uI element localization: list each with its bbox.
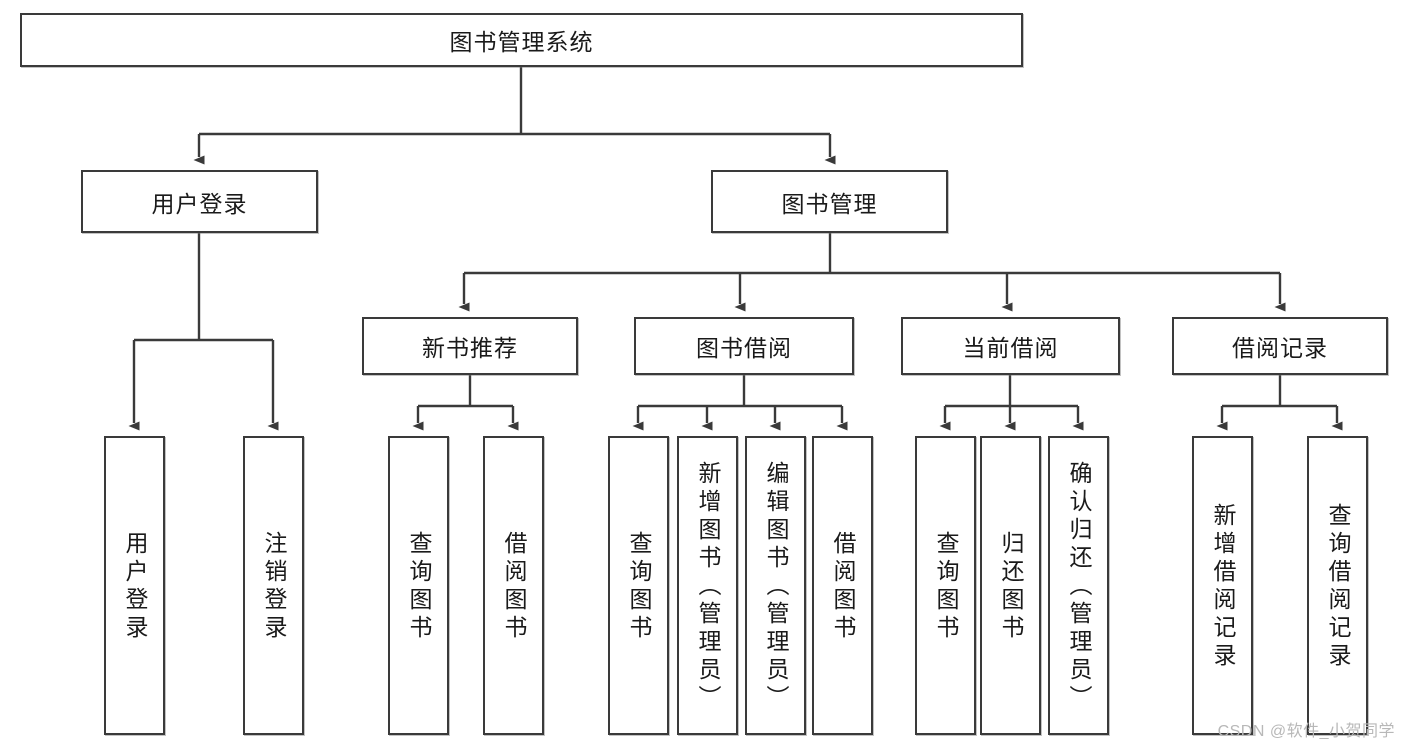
node-leaf-logout[interactable]: 注销登录 — [243, 436, 304, 735]
node-leaf-edit-book-label: 编辑图书（管理员） — [763, 460, 789, 713]
node-leaf-borrow-book-rec[interactable]: 借阅图书 — [483, 436, 544, 735]
node-root[interactable]: 图书管理系统 — [20, 13, 1023, 67]
node-user-login[interactable]: 用户登录 — [81, 170, 318, 233]
node-borrow-record[interactable]: 借阅记录 — [1172, 317, 1388, 375]
node-leaf-query-book-rec-label: 查询图书 — [406, 530, 432, 643]
edge-group-current-borrow — [939, 375, 1084, 431]
node-borrow-record-label: 借阅记录 — [1232, 335, 1328, 361]
node-new-book-recommend[interactable]: 新书推荐 — [362, 317, 578, 375]
node-leaf-user-login[interactable]: 用户登录 — [104, 436, 165, 735]
node-book-management-label: 图书管理 — [781, 190, 878, 217]
node-leaf-user-login-label: 用户登录 — [122, 530, 148, 643]
node-leaf-confirm-return[interactable]: 确认归还（管理员） — [1048, 436, 1109, 735]
edge-group-user-login — [128, 233, 279, 431]
node-leaf-edit-book[interactable]: 编辑图书（管理员） — [745, 436, 806, 735]
node-new-book-recommend-label: 新书推荐 — [422, 335, 518, 361]
node-leaf-borrow-book-rec-label: 借阅图书 — [501, 530, 527, 643]
node-leaf-logout-label: 注销登录 — [261, 530, 287, 643]
node-leaf-query-book-borrow-label: 查询图书 — [626, 530, 652, 643]
node-leaf-borrow-book[interactable]: 借阅图书 — [812, 436, 873, 735]
node-book-management[interactable]: 图书管理 — [711, 170, 948, 233]
edge-group-book-management — [458, 233, 1286, 312]
node-leaf-add-book[interactable]: 新增图书（管理员） — [677, 436, 738, 735]
node-leaf-query-record-label: 查询借阅记录 — [1325, 502, 1351, 671]
node-root-label: 图书管理系统 — [449, 29, 594, 55]
node-leaf-query-book-rec[interactable]: 查询图书 — [388, 436, 449, 735]
node-leaf-query-book-current-label: 查询图书 — [933, 530, 959, 643]
node-leaf-add-record-label: 新增借阅记录 — [1210, 502, 1236, 671]
csdn-watermark: CSDN @软件_小贺同学 — [1217, 723, 1395, 740]
node-user-login-label: 用户登录 — [151, 190, 248, 217]
node-book-borrow[interactable]: 图书借阅 — [634, 317, 854, 375]
node-leaf-borrow-book-label: 借阅图书 — [830, 530, 856, 643]
node-book-borrow-label: 图书借阅 — [696, 335, 792, 361]
node-current-borrow-label: 当前借阅 — [962, 335, 1059, 361]
node-leaf-confirm-return-label: 确认归还（管理员） — [1066, 460, 1092, 713]
edge-group-new-book-recommend — [412, 375, 519, 431]
node-leaf-query-record[interactable]: 查询借阅记录 — [1307, 436, 1368, 735]
node-leaf-add-book-label: 新增图书（管理员） — [695, 460, 721, 713]
node-leaf-add-record[interactable]: 新增借阅记录 — [1192, 436, 1253, 735]
edge-group-root — [193, 67, 836, 165]
node-leaf-return-book-label: 归还图书 — [998, 530, 1024, 643]
edge-group-borrow-record — [1216, 375, 1343, 431]
node-current-borrow[interactable]: 当前借阅 — [901, 317, 1120, 375]
node-leaf-query-book-borrow[interactable]: 查询图书 — [608, 436, 669, 735]
node-leaf-query-book-current[interactable]: 查询图书 — [915, 436, 976, 735]
node-leaf-return-book[interactable]: 归还图书 — [980, 436, 1041, 735]
edge-group-book-borrow — [632, 375, 848, 431]
